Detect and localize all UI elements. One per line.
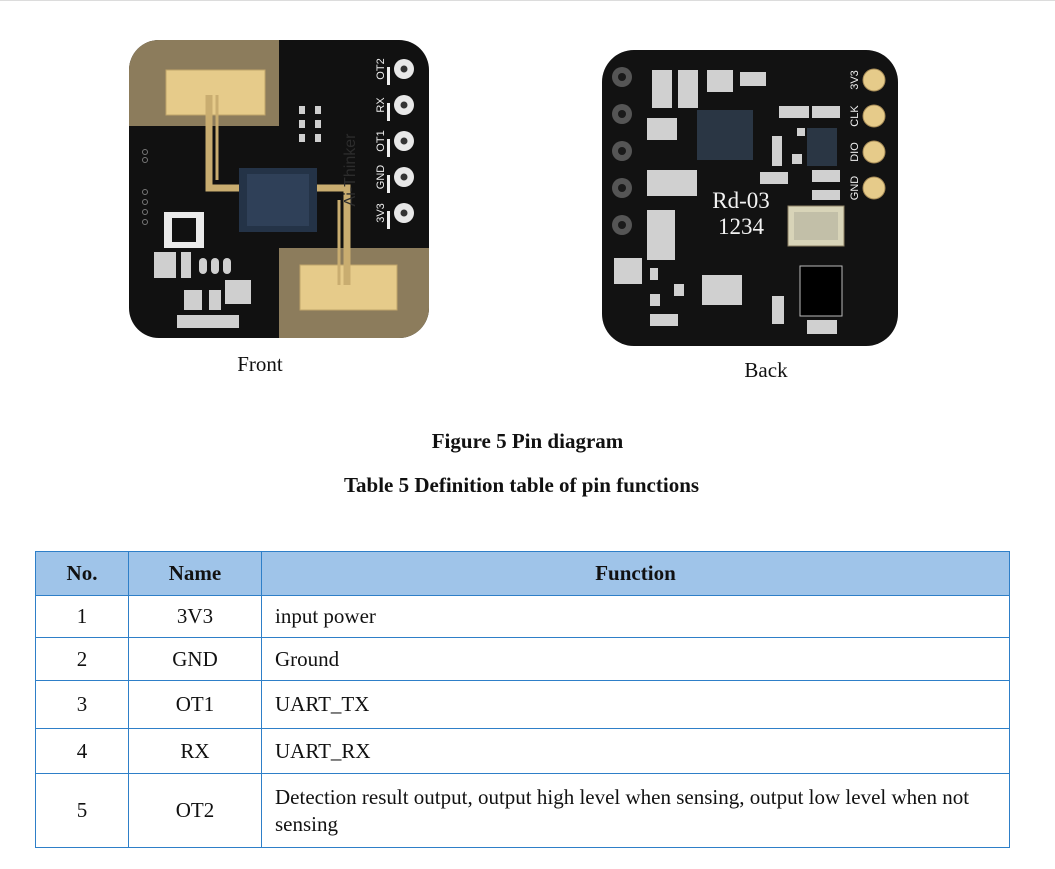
front-pin-label: OT1 xyxy=(375,130,387,151)
row-no: 2 xyxy=(35,637,129,681)
front-pin-label: 3V3 xyxy=(375,203,387,223)
table-title: Table 5 Definition table of pin function… xyxy=(343,473,700,497)
row-no: 3 xyxy=(35,680,129,729)
row-no: 1 xyxy=(35,595,129,638)
row-name: OT2 xyxy=(128,773,262,848)
front-pin-label: RX xyxy=(375,97,387,113)
front-pin-label: GND xyxy=(375,165,387,190)
header-function: Function xyxy=(261,551,1010,596)
back-caption: Back xyxy=(744,358,788,382)
row-name: OT1 xyxy=(128,680,262,729)
header-name: Name xyxy=(128,551,262,596)
table-row: 1 3V3 input power xyxy=(35,595,1010,638)
pin-marker xyxy=(387,211,390,229)
pin-hole xyxy=(618,147,626,155)
pin-hole xyxy=(400,101,408,109)
pin-hole xyxy=(400,65,408,73)
pin-function-table: No. Name Function 1 3V3 input power 2 GN… xyxy=(35,551,1010,848)
brand-logo-text: Ai-Thinker xyxy=(342,133,359,207)
back-right-pin-label: DIO xyxy=(849,142,861,162)
row-no: 5 xyxy=(35,773,129,848)
row-function: Ground xyxy=(261,637,1010,681)
table-row: 2 GND Ground xyxy=(35,637,1010,681)
pin-hole xyxy=(618,110,626,118)
table-row: 4 RX UART_RX xyxy=(35,728,1010,774)
row-name: RX xyxy=(128,728,262,774)
row-function: UART_TX xyxy=(261,680,1010,729)
pin-hole xyxy=(400,173,408,181)
row-name: 3V3 xyxy=(128,595,262,638)
header-no: No. xyxy=(35,551,129,596)
table-row: 3 OT1 UART_TX xyxy=(35,680,1010,729)
figure-title: Figure 5 Pin diagram xyxy=(431,429,624,453)
row-function: Detection result output, output high lev… xyxy=(261,773,1010,848)
pin-marker xyxy=(387,103,390,121)
front-caption: Front xyxy=(237,352,283,376)
pin-hole xyxy=(400,137,408,145)
back-right-pin-label: CLK xyxy=(849,105,861,127)
table-header-row: No. Name Function xyxy=(35,551,1010,596)
pin-marker xyxy=(387,139,390,157)
row-function: UART_RX xyxy=(261,728,1010,774)
pin-marker xyxy=(387,175,390,193)
row-no: 4 xyxy=(35,728,129,774)
pin-hole xyxy=(618,184,626,192)
row-function: input power xyxy=(261,595,1010,638)
pin-hole xyxy=(618,73,626,81)
back-right-pin-label: GND xyxy=(849,176,861,201)
row-name: GND xyxy=(128,637,262,681)
pin-hole xyxy=(618,221,626,229)
pin-hole xyxy=(400,209,408,217)
module-model-label: Rd-03 xyxy=(712,188,770,213)
back-right-pin-label: 3V3 xyxy=(849,70,861,90)
module-number-label: 1234 xyxy=(718,214,765,239)
page-top-rule xyxy=(0,0,1055,1)
table-row: 5 OT2 Detection result output, output hi… xyxy=(35,773,1010,848)
pin-marker xyxy=(387,67,390,85)
front-pin-label: OT2 xyxy=(375,58,387,79)
